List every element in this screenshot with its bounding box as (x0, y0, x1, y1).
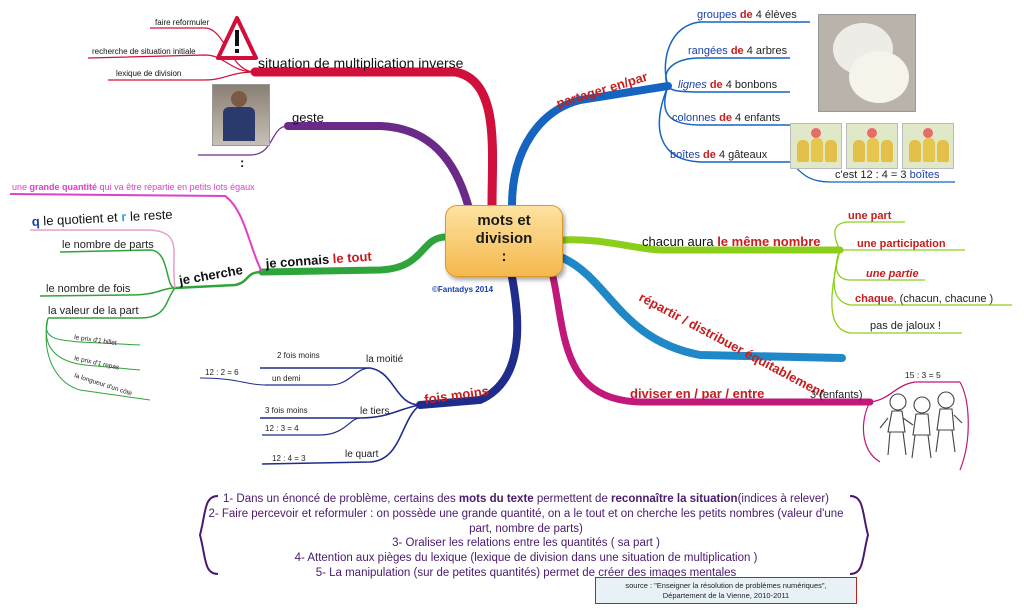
warning-icon (216, 16, 258, 60)
branch-geste-line (284, 122, 472, 209)
diviser-equation: 15 : 3 = 5 (905, 370, 941, 380)
children-sketch-icon (879, 391, 963, 459)
branch-connais-line (258, 233, 449, 276)
bowls-photo (818, 14, 916, 112)
tiers-a: 3 fois moins (265, 406, 308, 415)
chacun-jaloux: pas de jaloux ! (870, 320, 941, 332)
note-4: 4- Attention aux pièges du lexique (lexi… (294, 552, 758, 565)
partager-child-3: lignes de 4 bonbons (678, 79, 778, 91)
valeur-child-2: le prix d'1 repas (74, 355, 121, 372)
cupcakes-photo-2 (846, 123, 898, 169)
note-1: 1- Dans un énoncé de problème, certains … (223, 493, 829, 505)
chacun-child-2: une participation (857, 238, 946, 250)
branch-fois-moins-line (416, 273, 522, 409)
mult-child-2: recherche de situation initiale (92, 47, 196, 56)
quart-label: le quart (345, 449, 379, 460)
tiers-eq: 12 : 3 = 4 (265, 424, 299, 433)
source-line2: Département de la Vienne, 2010-2011 (662, 591, 790, 600)
cherche-nb-fois: le nombre de fois (46, 283, 131, 295)
cherche-q: q le quotient et r le reste (31, 207, 173, 229)
multiplication-label: situation de multiplication inverse (258, 55, 464, 71)
chacun-child-3: une partie (866, 268, 919, 280)
cherche-nb-parts: le nombre de parts (62, 239, 154, 251)
moitie-b: un demi (272, 374, 301, 383)
branch-partager-line (508, 82, 672, 209)
central-title-line3: : (501, 248, 507, 265)
branch-multiplication-line (250, 67, 498, 210)
geste-sub: : (240, 155, 244, 170)
branch-chacun-line (559, 236, 844, 254)
connais-label: je connais le tout (264, 249, 373, 271)
source-box: source : "Enseigner la résolution de pro… (595, 577, 857, 604)
chacun-label: chacun aura le même nombre (642, 234, 821, 249)
geste-label: geste (292, 110, 324, 125)
child-gesture-photo (212, 84, 270, 146)
chacun-child-1: une part (848, 210, 892, 222)
teaching-notes: 1- Dans un énoncé de problème, certains … (206, 492, 846, 581)
note-3: 3- Oraliser les relations entre les quan… (392, 537, 660, 550)
note-2: 2- Faire percevoir et reformuler : on po… (208, 507, 844, 535)
moitie-label: la moitié (366, 354, 404, 365)
moitie-eq: 12 : 2 = 6 (205, 368, 239, 377)
valeur-child-1: le prix d'1 billet (74, 334, 118, 347)
note-5: 5- La manipulation (sur de petites quant… (315, 566, 737, 579)
tiers-label: le tiers (360, 406, 389, 417)
partager-equation: c'est 12 : 4 = 3 boîtes (835, 169, 940, 181)
diviser-label: diviser en / par / entre (630, 386, 764, 401)
partager-child-1: groupes de 4 élèves (697, 9, 797, 21)
mult-child-3: lexique de division (116, 69, 181, 78)
partager-child-4: colonnes de 4 enfants (672, 112, 781, 124)
branch-diviser-line (549, 273, 874, 406)
quart-eq: 12 : 4 = 3 (272, 454, 306, 463)
diviser-child: 3 (enfants) (810, 389, 863, 401)
mult-child-1: faire reformuler (155, 18, 210, 27)
chacun-chaque: chaque, (chacun, chacune ) (855, 293, 993, 305)
cupcakes-photo-1 (790, 123, 842, 169)
cherche-valeur: la valeur de la part (48, 305, 139, 317)
branch-repartir-line (559, 254, 846, 362)
cupcakes-photo-3 (902, 123, 954, 169)
connais-explain: une grande quantité qui va être répartie… (12, 182, 255, 192)
central-topic: mots et division : (445, 205, 563, 277)
partager-child-2: rangées de 4 arbres (688, 45, 788, 57)
central-title-line1: mots et (477, 212, 531, 229)
central-title-line2: division (475, 230, 533, 247)
moitie-a: 2 fois moins (277, 351, 320, 360)
partager-child-5: boîtes de 4 gâteaux (670, 149, 768, 161)
copyright-text: ©Fantadys 2014 (432, 285, 494, 294)
source-line1: source : "Enseigner la résolution de pro… (625, 581, 827, 590)
